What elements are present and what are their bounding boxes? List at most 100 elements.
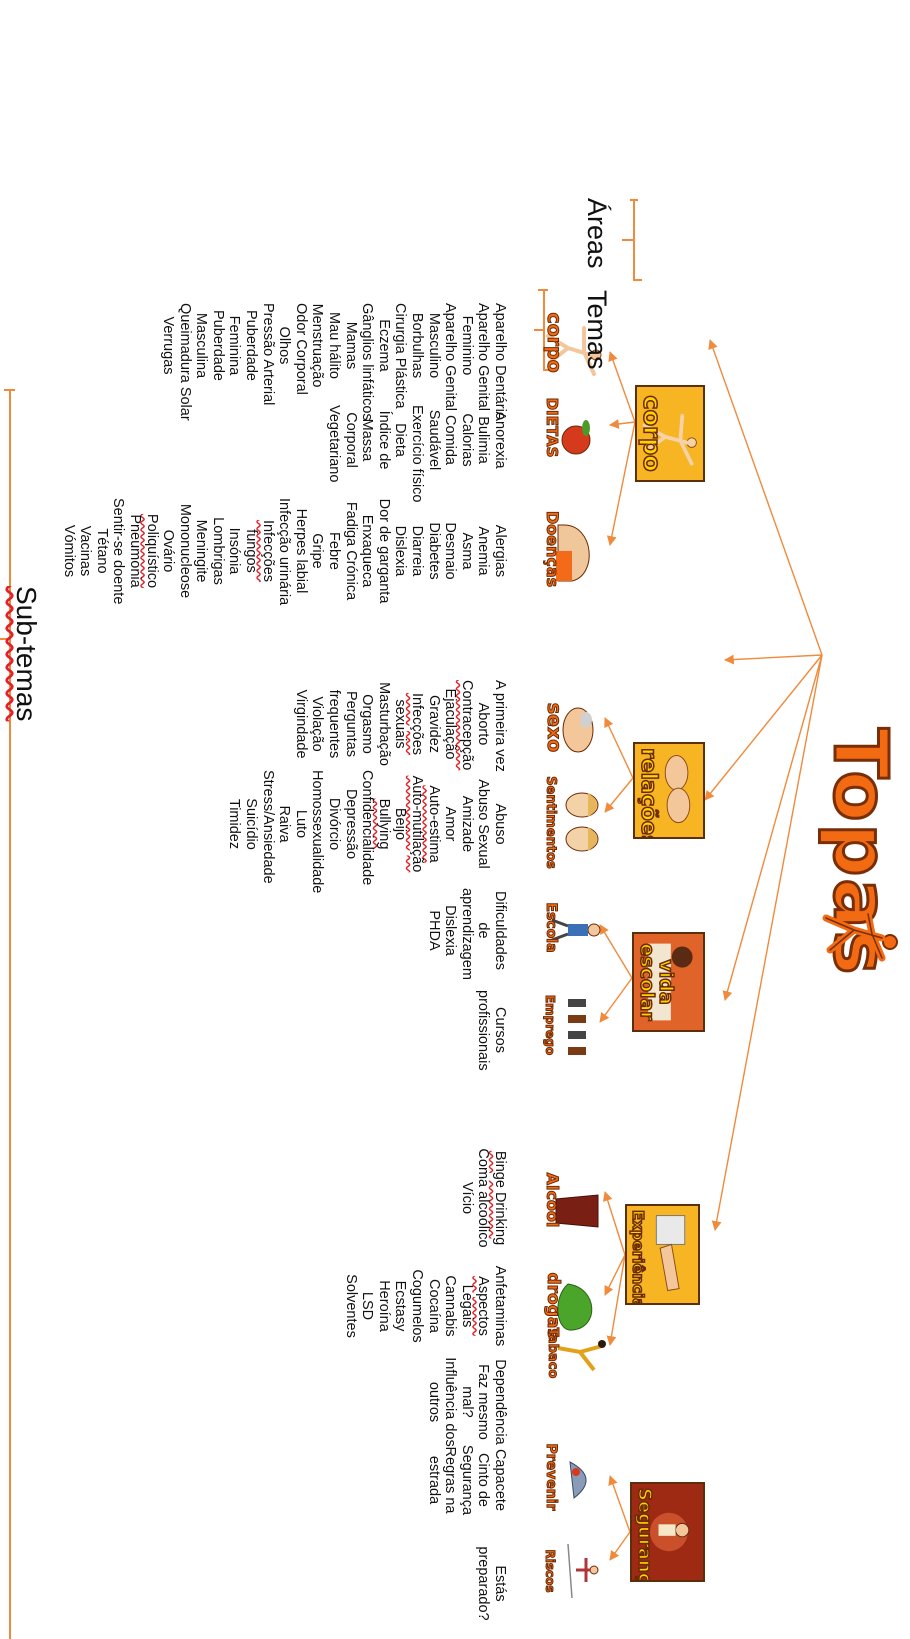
subtema: profissionais [475, 990, 492, 1071]
bracket-temas [534, 289, 552, 371]
arrow-corpo-corpo [608, 351, 636, 423]
area-relacoes[interactable]: relações [633, 742, 705, 839]
area-vida-escolar[interactable]: vida escolar [632, 932, 705, 1032]
subtema: Diabetes [425, 522, 442, 580]
bracket-subtemas [0, 389, 15, 1639]
subtema: LSD [359, 1291, 376, 1321]
subtema: outros [425, 1381, 442, 1423]
arrow-root-seguranca [711, 654, 823, 1231]
arrow-root-corpo [708, 339, 823, 656]
arrow-root-vida-escolar [724, 654, 823, 665]
area-label-corpo: corpo [637, 395, 667, 473]
subtema: Índice de [375, 410, 392, 470]
theme-doencas[interactable]: Doenças [538, 505, 608, 593]
body-figure-icon [637, 387, 703, 480]
subtemas-emprego: Cursos profissionais [475, 990, 508, 1071]
subtema: Massa [359, 418, 376, 462]
area-seguranca[interactable]: Segurança [630, 1482, 705, 1582]
theme-sexo[interactable]: sexo [538, 690, 608, 765]
subtema: estrada [425, 1455, 442, 1505]
subtema: Aparelho Genital [475, 303, 492, 412]
subtema: Perguntas [342, 690, 359, 758]
subtema: A primeira vez [492, 680, 508, 772]
subtema: Luto [292, 809, 309, 839]
label-subtemas: Sub-temas [11, 586, 42, 722]
subtemas-escola: Dificuldades de aprendizagem Dislexia PH… [425, 888, 508, 980]
subtema: Enxaqueca [359, 514, 376, 588]
subtema: Pressão Arterial [259, 303, 276, 406]
arrow-vida-escola [599, 924, 633, 979]
subtema: Insónia [226, 527, 243, 575]
subtema: Infecções [409, 692, 426, 756]
subtema: Aspectos [475, 1276, 492, 1336]
subtema: Dificuldades [492, 891, 508, 970]
arrow-relacoes-sentimentos [604, 777, 634, 813]
body-figure-icon [546, 326, 602, 376]
subtemas-prevenir: Capacete Cinto de Segurança Regras na es… [425, 1440, 508, 1520]
subtema: aprendizagem [458, 888, 475, 980]
subtema: Beijo [392, 807, 409, 841]
label-temas: Temas [582, 290, 612, 370]
theme-alcool[interactable]: Alcool [538, 1165, 608, 1235]
subtema: de [475, 922, 492, 939]
arrow-relacoes-sexo [604, 717, 634, 779]
subtema: Vegetariano [326, 405, 343, 483]
theme-riscos[interactable]: Riscos [538, 1540, 608, 1602]
subtema: Infecções [259, 519, 276, 583]
theme-drogas[interactable]: drogas [538, 1268, 608, 1343]
subtema: Cocaína [425, 1278, 442, 1333]
subtema: Olhos [276, 326, 293, 365]
topas-logo: Topas [814, 727, 905, 978]
subtema: Puberdade [243, 310, 260, 381]
theme-dietas[interactable]: DIETAS [538, 390, 608, 465]
glass-icon [555, 1194, 599, 1228]
subtema: Febre [326, 532, 343, 570]
theme-label-sentimentos: Sentimentos [543, 776, 559, 870]
area-experiencias[interactable]: Experiências [625, 1204, 700, 1305]
arrow-root-relacoes [704, 654, 823, 801]
subtema: Dieta [392, 423, 409, 457]
dancer-icon [822, 910, 898, 962]
subtema: fungos [243, 529, 260, 573]
arrow-seg-prevenir [608, 1475, 631, 1533]
theme-prevenir[interactable]: Prevenir [538, 1442, 608, 1512]
theme-escola[interactable]: Escola [538, 890, 608, 965]
subtemas-riscos: Estás preparado? [475, 1546, 508, 1621]
subtema: Cannabis [442, 1275, 459, 1337]
subtema: Auto-mutilação [409, 775, 426, 873]
subtema: Segurança [458, 1444, 475, 1516]
subtema: Meningite [193, 519, 210, 583]
subtemas-dietas: Anorexia Bulimia Calorias Comida Saudáve… [325, 405, 508, 503]
smoker-icon [557, 1340, 606, 1372]
subtema: Abuso Sexual [475, 779, 492, 869]
arrow-exp-alcool [602, 1191, 626, 1256]
subtema: Stress/Ansiedade [259, 770, 276, 884]
tightrope-icon [567, 1543, 599, 1599]
subtema: Saudável [425, 409, 442, 471]
subtema: Timidez [226, 798, 243, 850]
subtemas-sentimentos: Abuso Abuso Sexual Amizade Amor Auto-est… [226, 770, 509, 894]
subtema: Solventes [342, 1274, 359, 1338]
subtema: Homossexualidade [309, 770, 326, 894]
theme-corpo[interactable]: corpo [538, 300, 608, 385]
arrow-root-experiencias [722, 654, 823, 1001]
dragon-icon [557, 1283, 593, 1331]
label-areas: Áreas [582, 198, 612, 269]
theme-sentimentos[interactable]: Sentimentos [538, 775, 608, 870]
theme-tabaco[interactable]: Tabaco [540, 1318, 610, 1388]
subtemas-alcool: Binge Drinking Coma alcoólico Vício [458, 1148, 508, 1248]
subtema: Gânglios linfáticos [359, 303, 376, 421]
area-corpo[interactable]: corpo [635, 385, 705, 482]
hand-switch-icon [627, 1206, 698, 1303]
subtema: Pneumonia [126, 514, 143, 588]
theme-emprego[interactable]: Emprego [538, 985, 608, 1065]
subtema: Divórcio [326, 797, 343, 851]
subtema: Gravidez [425, 694, 442, 754]
theme-label-corpo: corpo [543, 312, 566, 373]
subtema: sexuais [392, 699, 409, 749]
theme-label-alcool: Alcool [543, 1172, 563, 1228]
subtema: Dependência [492, 1359, 508, 1445]
subtema: Orgasmo [359, 694, 376, 754]
subtema: Vício [458, 1181, 475, 1215]
subtema: Faz mesmo [475, 1364, 492, 1440]
